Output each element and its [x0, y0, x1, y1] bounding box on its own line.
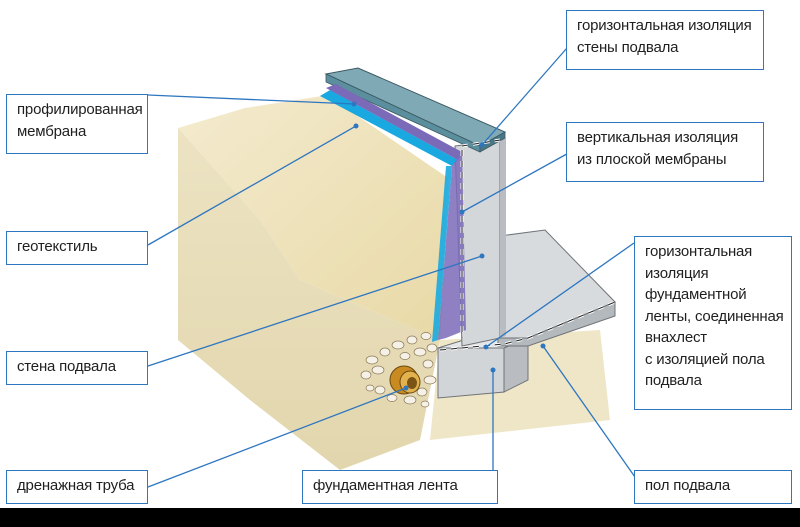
- label-drainage-pipe: дренажная труба: [6, 470, 148, 504]
- label-line: горизонтальная изоляция: [577, 17, 752, 34]
- wall-side: [500, 138, 506, 338]
- bottom-bar: [0, 508, 800, 527]
- label-line: стены подвала: [577, 39, 679, 56]
- leader-lines: [147, 39, 643, 488]
- label-line: мембрана: [17, 123, 87, 140]
- gravel-backfill: [360, 332, 438, 408]
- drain-pipe: [389, 365, 421, 395]
- label-geotextile: геотекстиль: [6, 231, 148, 265]
- leader-dots: [351, 101, 546, 391]
- insulation-dashes-dark: [439, 139, 616, 351]
- label-line: фундаментная лента: [313, 477, 458, 494]
- label-line: геотекстиль: [17, 238, 98, 255]
- label-basement-wall: стена подвала: [6, 351, 148, 385]
- label-line: с изоляцией пола: [645, 350, 765, 368]
- label-line: изоляция: [645, 264, 709, 282]
- label-line: внахлест: [645, 329, 707, 346]
- label-line: стена подвала: [17, 358, 116, 375]
- label-footing-insulation: горизонтальная изоляция фундаментной лен…: [634, 236, 792, 410]
- label-strip-foundation: фундаментная лента: [302, 470, 498, 504]
- basement-floor-slab: [497, 229, 616, 347]
- label-line: подвала: [645, 372, 702, 389]
- label-line: пол подвала: [645, 477, 730, 494]
- soil-top-surface: [178, 96, 448, 340]
- foundation-front: [437, 347, 505, 399]
- soil-front-face: [178, 128, 440, 470]
- wall-top-membrane: [324, 67, 507, 153]
- strip-foundation: [437, 337, 529, 399]
- label-profiled-membrane: профилированная мембрана: [6, 94, 148, 154]
- label-line: ленты, соединенная: [645, 307, 784, 325]
- label-vertical-insulation: вертикальная изоляция из плоской мембран…: [566, 122, 764, 182]
- label-horizontal-wall-insulation: горизонтальная изоляция стены подвала: [566, 10, 764, 70]
- label-line: профилированная: [17, 101, 143, 118]
- label-line: вертикальная изоляция: [577, 129, 738, 146]
- label-line: дренажная труба: [17, 477, 135, 494]
- membrane-strips: [320, 84, 466, 342]
- label-line: из плоской мембраны: [577, 151, 727, 168]
- label-line: горизонтальная: [645, 243, 753, 260]
- label-basement-floor: пол подвала: [634, 470, 792, 504]
- label-line: фундаментной: [645, 286, 747, 303]
